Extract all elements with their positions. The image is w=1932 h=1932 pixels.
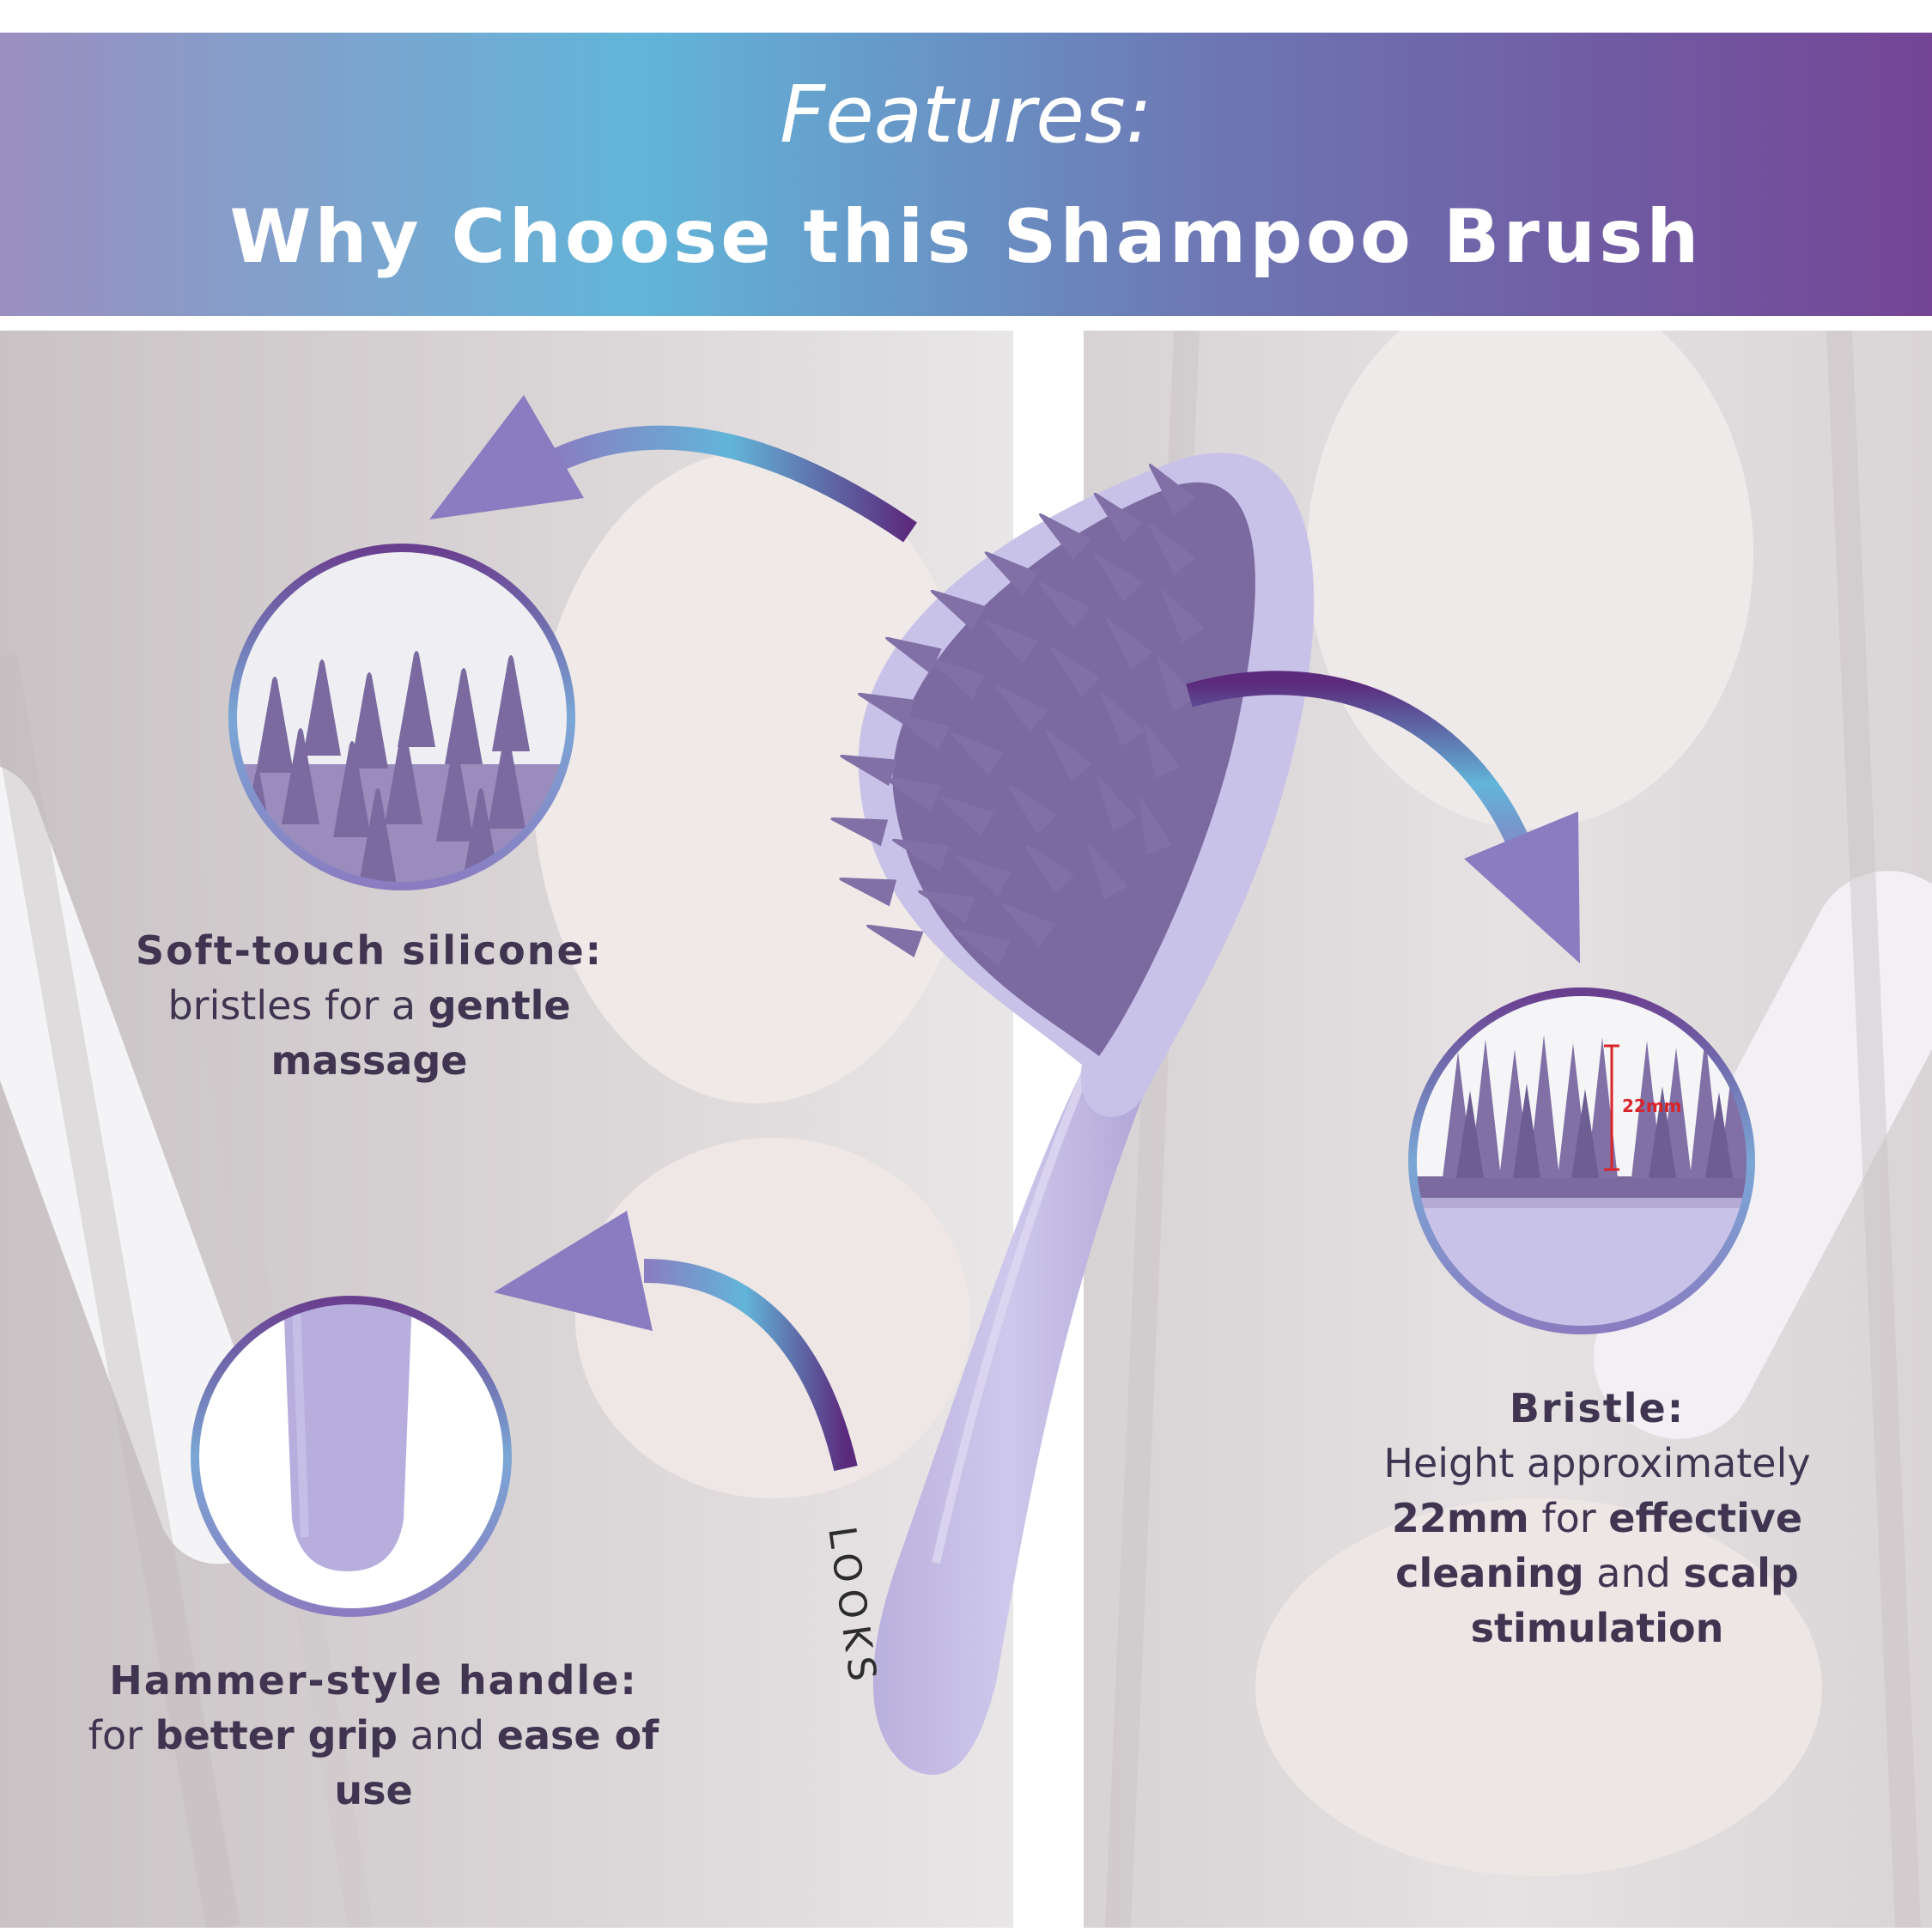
callout-bristle-mid-2: and [1596,1550,1671,1596]
callout-silicone-bold-2: massage [270,1037,468,1084]
callout-handle-pre: for [88,1712,143,1759]
callout-bristle-bold-5: stimulation [1470,1605,1724,1651]
detail-circle-bristle-height: 22mm [1408,987,1755,1334]
shampoo-brush: LOOKS [819,453,1315,1775]
callout-silicone-text: bristles for a [167,982,416,1029]
arrow-to-bristle-detail [1186,671,1580,963]
banner-subtitle: Why Choose this Shampoo Brush [229,194,1703,280]
detail-circle-silicone [228,544,575,890]
callout-bristle-line-1: Height approximately [1383,1440,1811,1486]
callout-silicone-title: Soft-touch silicone: [135,927,604,974]
brush-handle [872,1005,1142,1775]
callout-handle-bold-1: better grip [155,1712,398,1759]
callout-bristle-bold-4: scalp [1683,1550,1799,1596]
callout-bristle-bold-2: effective [1608,1495,1803,1541]
callout-bristle-mid-1: for [1541,1495,1596,1541]
detail-circle-handle [191,1296,512,1617]
callout-handle-bold-3: use [334,1767,413,1814]
callout-handle-mid: and [410,1712,485,1759]
callout-bristle: Bristle: Height approximately 22mm for e… [1348,1381,1846,1656]
header-banner: Features: Why Choose this Shampoo Brush [0,33,1932,316]
callout-bristle-bold-1: 22mm [1391,1495,1529,1541]
banner-title: Features: [780,69,1152,161]
callout-silicone-bold: gentle [428,982,571,1029]
brand-logo: LOOKS [819,1523,885,1690]
callout-bristle-bold-3: cleaning [1395,1550,1584,1596]
arrow-to-handle [494,1211,858,1472]
measurement-label: 22mm [1622,1096,1682,1116]
callout-bristle-title: Bristle: [1509,1385,1686,1431]
callout-handle-bold-2: ease of [496,1712,659,1759]
callout-soft-touch-silicone: Soft-touch silicone: bristles for a gent… [112,923,627,1088]
arrow-to-silicone [429,395,917,543]
callout-hammer-style-handle: Hammer-style handle: for better grip and… [43,1653,704,1818]
callout-handle-title: Hammer-style handle: [109,1657,638,1704]
